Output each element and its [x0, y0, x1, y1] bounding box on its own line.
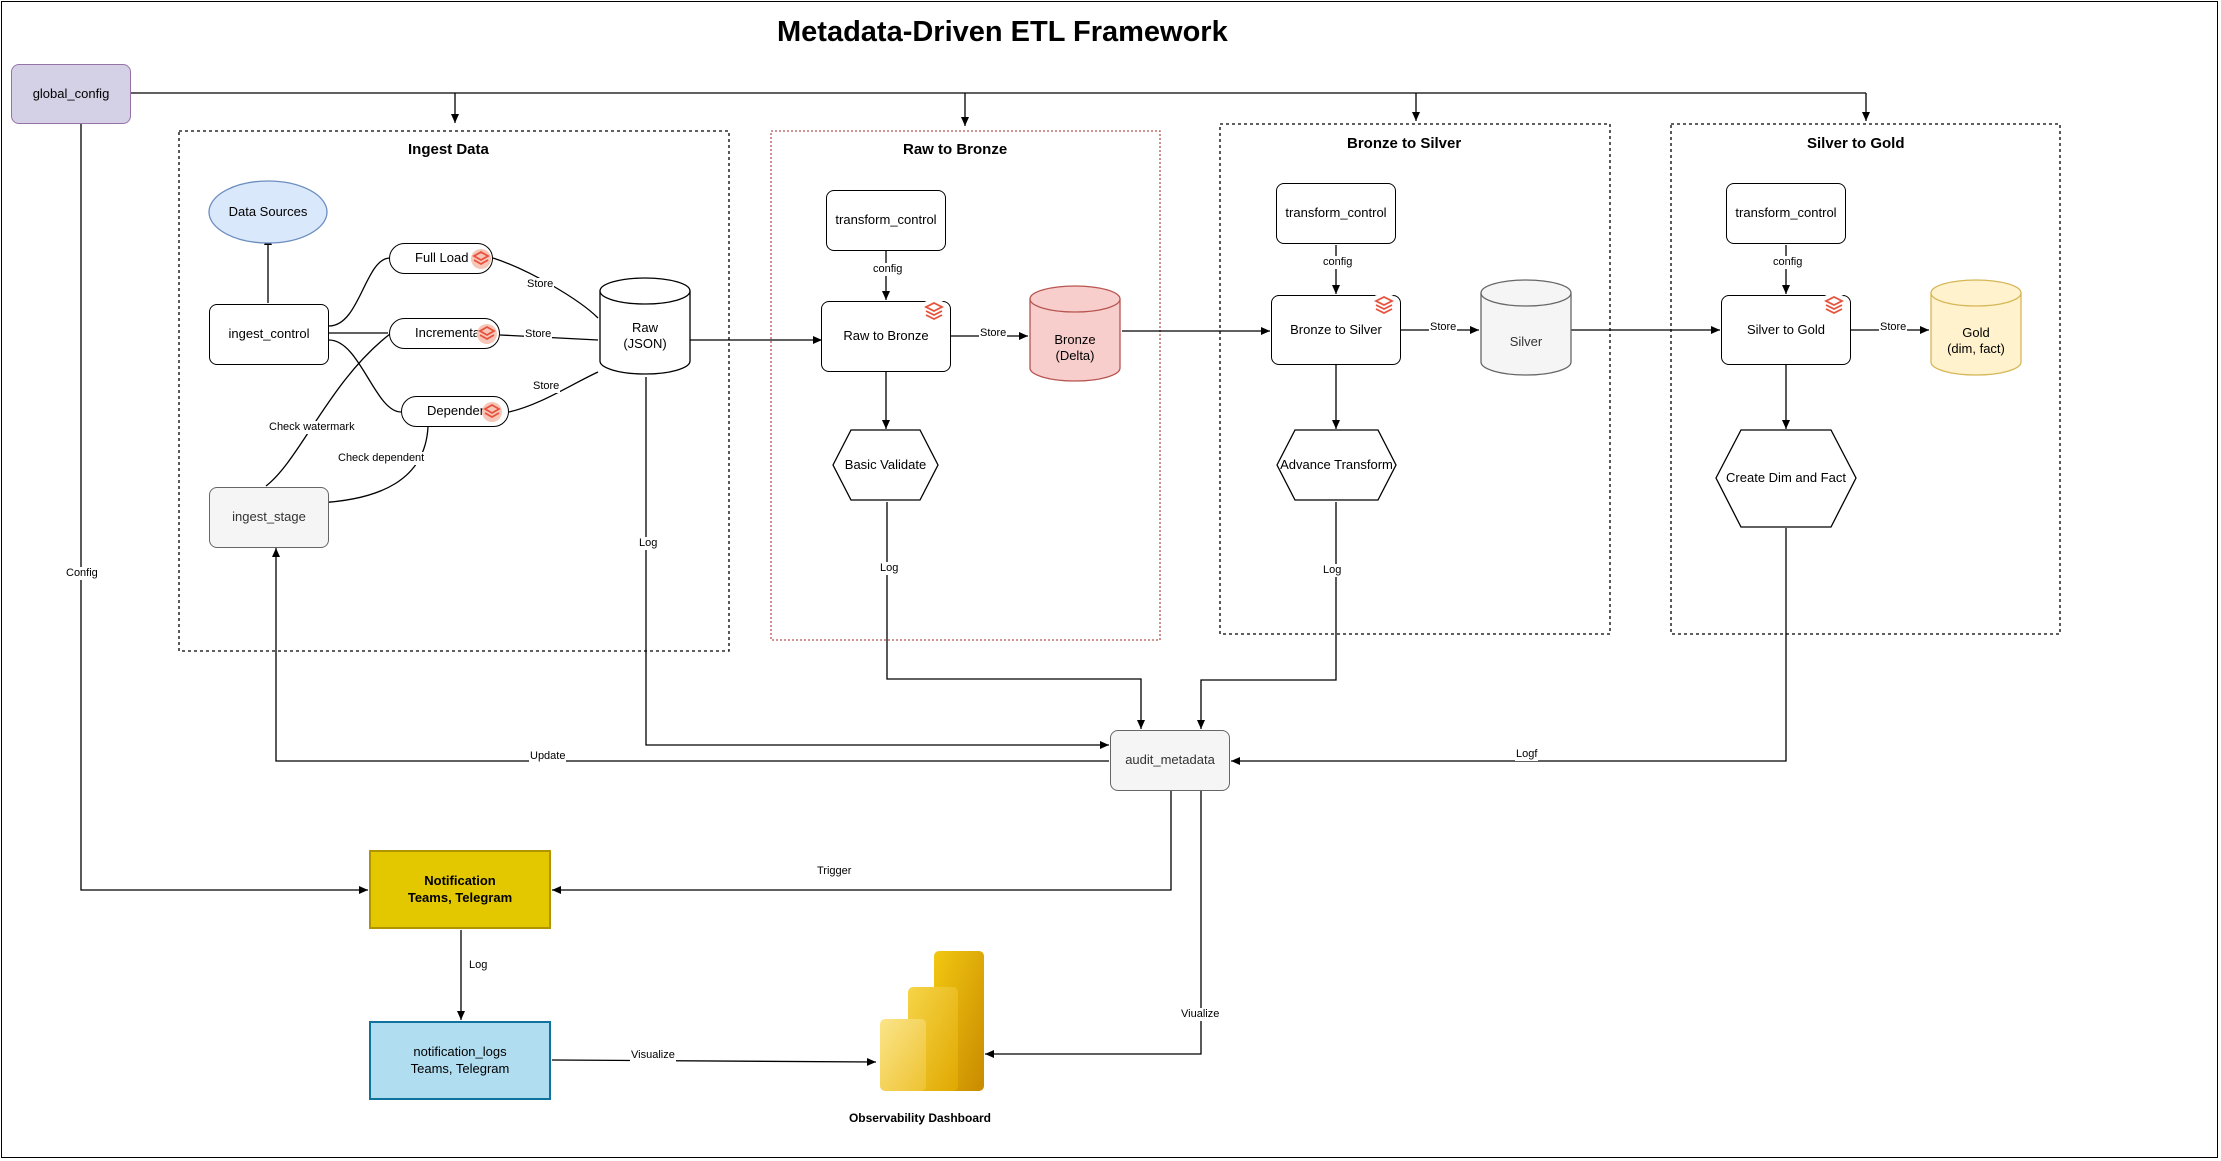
config-label: config [1772, 256, 1804, 269]
bronze-cylinder [1029, 299, 1121, 382]
notification-node: Notification Teams, Telegram [369, 850, 551, 929]
databricks-icon [482, 402, 502, 422]
trigger-label: Trigger [816, 865, 853, 878]
bronze-label: Bronze (Delta) [1030, 330, 1120, 366]
databricks-icon [477, 324, 497, 344]
gold-cylinder [1930, 293, 2022, 376]
transform-control-node-1: transform_control [826, 190, 946, 251]
log-label: Log [638, 537, 659, 550]
log-label: Log [1322, 564, 1343, 577]
gold-line1: Gold [1962, 324, 1990, 340]
databricks-icon [471, 249, 491, 269]
databricks-icon [923, 301, 945, 321]
config-label: config [1322, 256, 1354, 269]
audit-metadata-node: audit_metadata [1110, 730, 1230, 791]
raw-bronze-container [770, 130, 1161, 641]
store-label: Store [526, 278, 555, 291]
databricks-icon [1823, 295, 1845, 315]
basic-validate-hexagon [832, 429, 939, 501]
config-label: config [872, 263, 904, 276]
logf-label: Logf [1515, 748, 1539, 761]
create-dim-fact-label: Create Dim and Fact [1726, 469, 1846, 485]
diagram-title: Metadata-Driven ETL Framework [777, 16, 1228, 48]
store-label: Store [1429, 321, 1458, 334]
data-sources-label: Data Sources [228, 203, 308, 219]
ingest-control-node: ingest_control [209, 304, 329, 365]
dependent-label: Dependent [427, 403, 491, 419]
config-label: Config [65, 567, 99, 580]
silver-gold-container-title: Silver to Gold [1807, 135, 1905, 152]
gold-label: Gold (dim, fact) [1931, 323, 2021, 359]
transform-control-node-3: transform_control [1726, 183, 1846, 244]
silver-cylinder [1480, 293, 1572, 376]
ingest-stage-node: ingest_stage [209, 487, 329, 548]
data-sources-ellipse [208, 180, 328, 244]
raw-json-label: Raw (JSON) [600, 316, 690, 356]
raw-json-cylinder [599, 291, 691, 375]
bronze-silver-container-title: Bronze to Silver [1347, 135, 1462, 152]
store-label: Store [979, 327, 1008, 340]
update-label: Update [529, 750, 567, 763]
bronze-line1: Bronze [1054, 331, 1096, 347]
ingest-container [178, 130, 730, 652]
gold-line2: (dim, fact) [1947, 341, 2005, 356]
transform-control-node-2: transform_control [1276, 183, 1396, 244]
raw-to-bronze-node: Raw to Bronze [821, 301, 951, 372]
store-label: Store [1879, 321, 1908, 334]
notification-logs-node: notification_logs Teams, Telegram [369, 1021, 551, 1100]
incremental-label: Incremental [415, 325, 483, 341]
notification-logs-line1: notification_logs [413, 1044, 507, 1060]
advance-transform-label: Advance Transform [1280, 456, 1393, 472]
dashboard-label: Observability Dashboard [848, 1110, 992, 1125]
viualize-label: Viualize [1180, 1008, 1221, 1021]
log-label: Log [879, 562, 900, 575]
notification-line1: Notification [424, 873, 496, 889]
databricks-icon [1373, 295, 1395, 315]
check-watermark-label: Check watermark [268, 421, 356, 434]
create-dim-fact-hexagon [1715, 429, 1857, 528]
full-load-label: Full Load [415, 250, 469, 266]
visualize-label: Visualize [630, 1049, 676, 1062]
silver-label: Silver [1509, 333, 1543, 349]
bronze-silver-container [1219, 123, 1611, 635]
check-dependent-label: Check dependent [337, 452, 426, 465]
store-label: Store [532, 380, 561, 393]
bronze-line2: (Delta) [1055, 348, 1095, 363]
notification-line2: Teams, Telegram [407, 889, 513, 905]
silver-gold-container [1670, 123, 2061, 635]
global-config-node: global_config [11, 64, 131, 124]
ingest-container-title: Ingest Data [408, 141, 489, 158]
raw-json-line2: (JSON) [623, 336, 667, 351]
log-label: Log [468, 959, 489, 972]
dependent-node: Dependent [401, 396, 509, 427]
store-label: Store [524, 328, 553, 341]
dashboard-chart-icon [880, 951, 984, 1091]
raw-bronze-container-title: Raw to Bronze [903, 141, 1008, 158]
advance-transform-hexagon [1276, 429, 1397, 501]
basic-validate-label: Basic Validate [844, 456, 927, 472]
raw-json-line1: Raw [631, 319, 658, 335]
notification-logs-line2: Teams, Telegram [410, 1060, 510, 1076]
